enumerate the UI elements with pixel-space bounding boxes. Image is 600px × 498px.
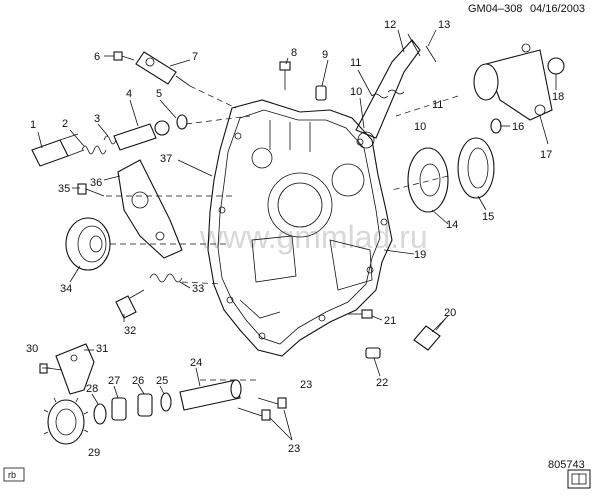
callout-33: 33 bbox=[192, 283, 204, 295]
callout-5: 5 bbox=[156, 88, 162, 100]
spring-2 bbox=[81, 145, 107, 155]
bushing-5 bbox=[176, 114, 188, 130]
leader-lines bbox=[37, 29, 557, 441]
watermark: www.gmmlad.ru bbox=[199, 219, 428, 255]
bolts-13 bbox=[407, 33, 437, 63]
callout-9: 9 bbox=[322, 49, 328, 61]
output-housing-17 bbox=[473, 43, 553, 121]
callout-29: 29 bbox=[88, 447, 100, 459]
manual-book-icon bbox=[567, 469, 591, 489]
figure-number: 805743 bbox=[548, 459, 585, 471]
callout-6: 6 bbox=[94, 51, 100, 63]
shift-bracket-36 bbox=[117, 159, 183, 259]
callout-12: 12 bbox=[384, 19, 396, 31]
plug-32 bbox=[115, 289, 145, 319]
callout-14: 14 bbox=[446, 219, 458, 231]
callout-20: 20 bbox=[444, 307, 456, 319]
callout-21: 21 bbox=[384, 315, 396, 327]
dowel-22 bbox=[365, 347, 381, 359]
callout-32: 32 bbox=[124, 325, 136, 337]
callout-26: 26 bbox=[132, 375, 144, 387]
diagram-code: GM04–308 bbox=[468, 3, 522, 15]
callout-28: 28 bbox=[86, 383, 98, 395]
pump-bracket-31 bbox=[55, 343, 95, 395]
shaft-24 bbox=[179, 379, 242, 411]
callout-13: 13 bbox=[438, 19, 450, 31]
callout-3: 3 bbox=[94, 113, 100, 125]
bolt-6 bbox=[113, 51, 135, 61]
callout-35: 35 bbox=[58, 183, 70, 195]
shift-fork-assembly bbox=[355, 39, 421, 149]
callout-36: 36 bbox=[90, 177, 102, 189]
washer-28 bbox=[93, 403, 107, 425]
seal-15 bbox=[457, 137, 495, 199]
callout-16: 16 bbox=[512, 121, 524, 133]
callout-19: 19 bbox=[414, 249, 426, 261]
bolt-30 bbox=[39, 363, 63, 374]
callout-4: 4 bbox=[126, 88, 132, 100]
callout-10b: 10 bbox=[414, 121, 426, 133]
callout-15: 15 bbox=[482, 211, 494, 223]
bolt-21 bbox=[348, 309, 373, 319]
washer-25 bbox=[160, 392, 172, 412]
callout-11b: 11 bbox=[432, 99, 443, 111]
callout-2: 2 bbox=[62, 118, 68, 130]
dowel-9 bbox=[315, 85, 327, 101]
callout-34: 34 bbox=[60, 283, 72, 295]
callout-10a: 10 bbox=[350, 86, 362, 98]
transfer-case-housing bbox=[207, 99, 393, 357]
callout-labels: 1 2 3 4 5 6 7 8 9 10 10 11 11 12 13 14 1… bbox=[26, 19, 564, 459]
assembly-lines bbox=[106, 85, 459, 381]
shift-shaft bbox=[113, 120, 170, 151]
callout-30: 30 bbox=[26, 343, 38, 355]
callout-18: 18 bbox=[552, 91, 564, 103]
callout-25: 25 bbox=[156, 375, 168, 387]
callout-31: 31 bbox=[96, 343, 108, 355]
gear-14 bbox=[407, 147, 449, 213]
sensor-assembly bbox=[31, 133, 85, 167]
callout-17: 17 bbox=[540, 149, 552, 161]
callout-37: 37 bbox=[160, 153, 172, 165]
bearing-34 bbox=[65, 217, 111, 271]
callout-27: 27 bbox=[108, 375, 120, 387]
switch-7 bbox=[135, 51, 191, 87]
corner-tag-text: rb bbox=[8, 470, 16, 480]
bearing-27 bbox=[111, 397, 127, 421]
nut-18 bbox=[547, 57, 565, 75]
seal-16 bbox=[490, 118, 502, 134]
callout-8: 8 bbox=[291, 47, 297, 59]
callout-23a: 23 bbox=[288, 443, 300, 455]
callout-7: 7 bbox=[192, 51, 198, 63]
corner-tag: rb bbox=[3, 467, 25, 482]
callout-11a: 11 bbox=[350, 57, 361, 69]
diagram-date: 04/16/2003 bbox=[530, 3, 585, 15]
callout-24: 24 bbox=[190, 357, 202, 369]
bearing-26 bbox=[137, 393, 153, 417]
spring-33 bbox=[149, 273, 183, 283]
callout-22: 22 bbox=[376, 377, 388, 389]
callout-23b: 23 bbox=[300, 379, 312, 391]
callout-1: 1 bbox=[30, 119, 36, 131]
gear-29 bbox=[43, 397, 89, 445]
bolt-23 bbox=[237, 397, 287, 421]
bolt-35 bbox=[77, 183, 105, 197]
bolt-8 bbox=[279, 61, 291, 90]
